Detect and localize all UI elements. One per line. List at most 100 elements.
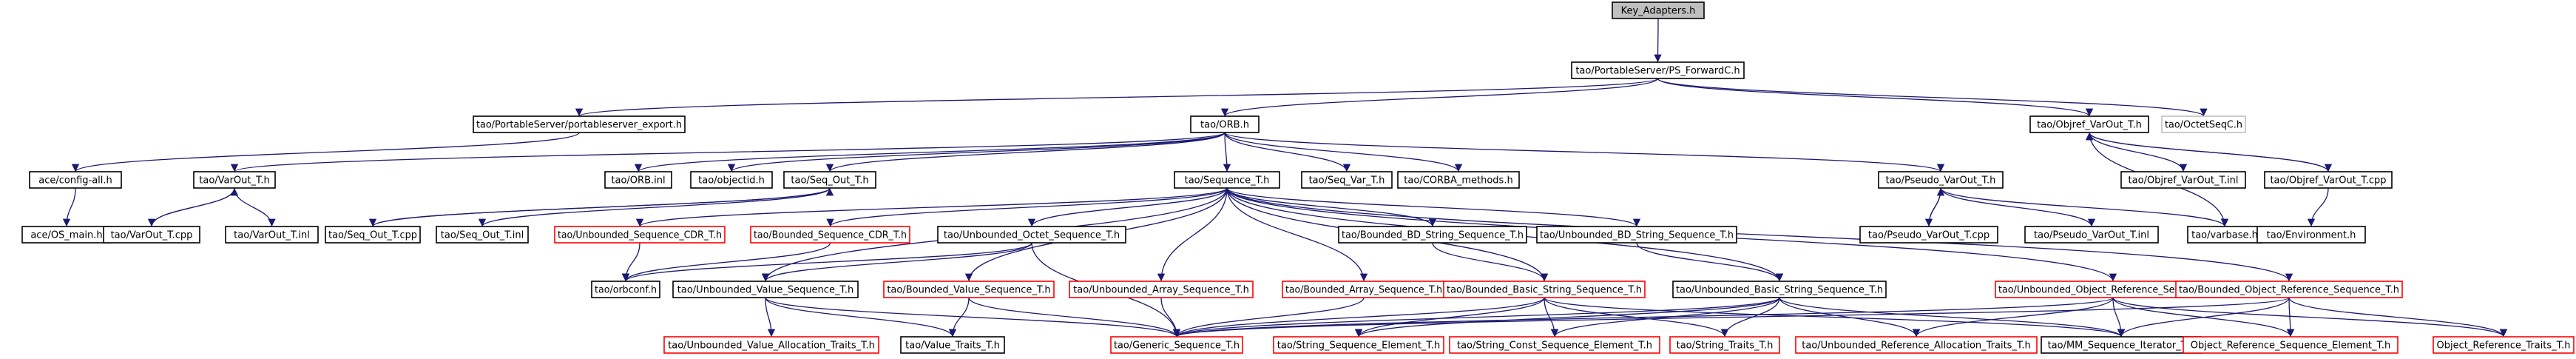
edge-unbbdstr-to-unbbasicstr <box>1636 242 1784 282</box>
node-label: tao/Bounded_Basic_String_Sequence_T.h <box>1447 285 1642 296</box>
graph-node[interactable]: tao/objectid.h <box>690 171 773 189</box>
graph-node[interactable]: tao/Seq_Out_T.cpp <box>325 226 421 244</box>
graph-node[interactable]: tao/VarOut_T.inl <box>225 226 319 244</box>
graph-node[interactable]: tao/Pseudo_VarOut_T.cpp <box>1859 226 1998 244</box>
node-box <box>1443 281 1646 298</box>
graph-node[interactable]: Object_Reference_Sequence_Element_T.h <box>2183 336 2398 354</box>
edge-psfwd-to-orb <box>1221 78 1659 117</box>
edge-pseudovarout-to-varbase <box>1940 187 2229 227</box>
node-label: tao/Unbounded_Reference_Allocation_Trait… <box>1802 340 2030 352</box>
graph-node[interactable]: tao/Environment.h <box>2256 226 2366 244</box>
graph-node[interactable]: tao/varbase.h <box>2187 226 2262 244</box>
node-label: tao/Environment.h <box>2267 230 2356 241</box>
graph-node[interactable]: tao/orbconf.h <box>591 281 660 298</box>
edge-bndobjref-to-objrefseqelem <box>2286 297 2295 338</box>
graph-node[interactable]: tao/Unbounded_BD_String_Sequence_T.h <box>1536 226 1737 244</box>
graph-node[interactable]: tao/Bounded_Value_Sequence_T.h <box>883 281 1055 298</box>
node-box <box>1273 336 1444 354</box>
edge-orb-to-seqvar <box>1224 132 1351 172</box>
graph-node[interactable]: tao/String_Sequence_Element_T.h <box>1273 336 1444 354</box>
graph-node[interactable]: tao/Unbounded_Value_Sequence_T.h <box>672 281 859 298</box>
node-box <box>750 226 910 244</box>
edge-bndobjref-to-objreftraits <box>2288 297 2508 338</box>
node-label: tao/Unbounded_Value_Allocation_Traits_T.… <box>668 340 875 352</box>
graph-node[interactable]: tao/Unbounded_Array_Sequence_T.h <box>1069 281 1254 298</box>
node-label: tao/VarOut_T.h <box>199 175 269 187</box>
edge-orb-to-pseudovarout <box>1224 132 1944 172</box>
graph-node[interactable]: tao/Seq_Var_T.h <box>1301 171 1393 189</box>
graph-node[interactable]: tao/Objref_VarOut_T.h <box>2029 115 2149 133</box>
node-box <box>1612 1 1705 19</box>
graph-node[interactable]: Object_Reference_Traits_T.h <box>2433 336 2575 354</box>
edge-seqoutcpp-to-seqout <box>372 187 834 227</box>
node-label: tao/PortableServer/PS_ForwardC.h <box>1575 66 1740 77</box>
graph-node[interactable]: tao/Unbounded_Octet_Sequence_T.h <box>937 226 1126 244</box>
edge-bndvalue-to-genericseq <box>968 297 1181 338</box>
graph-node[interactable]: tao/MM_Sequence_Iterator_T.h <box>2041 336 2202 354</box>
node-box <box>663 336 879 354</box>
graph-node[interactable]: tao/Value_Traits_T.h <box>900 336 1005 354</box>
edge-sequence-to-bndseqcdr <box>826 187 1228 227</box>
edge-unboctet-to-orbconf <box>622 242 1032 282</box>
edge-unboctet-to-unbvalue <box>761 242 1032 282</box>
graph-node[interactable]: tao/Generic_Sequence_T.h <box>1110 336 1243 354</box>
graph-node[interactable]: tao/Unbounded_Object_Reference_Sequence_… <box>1995 281 2231 298</box>
graph-node[interactable]: tao/Unbounded_Reference_Allocation_Trait… <box>1795 336 2038 354</box>
edge-psfwd-to-psexport <box>575 78 1659 117</box>
graph-node[interactable]: tao/Unbounded_Sequence_CDR_T.h <box>554 226 726 244</box>
node-label: tao/Seq_Var_T.h <box>1309 175 1385 187</box>
graph-node[interactable]: tao/ORB.h <box>1190 115 1260 133</box>
node-box <box>225 226 319 244</box>
graph-node[interactable]: tao/OctetSeqC.h <box>2161 115 2246 133</box>
graph-node[interactable]: tao/Seq_Out_T.inl <box>436 226 529 244</box>
node-label: tao/String_Traits_T.h <box>1677 340 1774 352</box>
graph-node[interactable]: tao/CORBA_methods.h <box>1397 171 1520 189</box>
graph-node[interactable]: tao/VarOut_T.h <box>193 171 276 189</box>
graph-node[interactable]: tao/String_Const_Sequence_Element_T.h <box>1449 336 1660 354</box>
graph-node[interactable]: tao/Bounded_Basic_String_Sequence_T.h <box>1443 281 1646 298</box>
graph-node[interactable]: tao/Pseudo_VarOut_T.inl <box>2024 226 2159 244</box>
graph-node[interactable]: tao/Unbounded_Value_Allocation_Traits_T.… <box>663 336 879 354</box>
node-box <box>2264 171 2393 189</box>
graph-node[interactable]: tao/PortableServer/PS_ForwardC.h <box>1571 61 1745 79</box>
graph-node[interactable]: tao/Seq_Out_T.h <box>783 171 876 189</box>
node-box <box>1669 336 1780 354</box>
node-label: Key_Adapters.h <box>1621 6 1696 17</box>
edge-aceconfig-to-acemain <box>62 187 76 227</box>
edge-bndbasicstr-to-genericseq <box>1172 297 1545 338</box>
node-label: tao/orbconf.h <box>595 285 657 296</box>
graph-node[interactable]: tao/Sequence_T.h <box>1174 171 1280 189</box>
graph-node[interactable]: tao/PortableServer/portableserver_export… <box>473 115 686 133</box>
graph-node[interactable]: tao/Bounded_BD_String_Sequence_T.h <box>1338 226 1527 244</box>
edge-orb-to-objectid <box>728 132 1226 172</box>
node-box <box>2029 115 2149 133</box>
graph-node[interactable]: tao/String_Traits_T.h <box>1669 336 1780 354</box>
node-label: Object_Reference_Traits_T.h <box>2437 340 2571 352</box>
node-box <box>2433 336 2575 354</box>
edge-bndbasicstr-to-strconstseqelem <box>1544 297 1559 338</box>
graph-node[interactable]: tao/Bounded_Object_Reference_Sequence_T.… <box>2175 281 2403 298</box>
graph-node[interactable]: tao/Objref_VarOut_T.cpp <box>2264 171 2393 189</box>
edge-orb-to-seqout <box>826 132 1226 172</box>
graph-node[interactable]: tao/VarOut_T.cpp <box>103 226 200 244</box>
node-label: tao/Bounded_Value_Sequence_T.h <box>887 285 1050 296</box>
graph-node[interactable]: ace/config-all.h <box>29 171 122 189</box>
edge-orb-to-orbinl <box>635 132 1226 172</box>
graph-node[interactable]: tao/Objref_VarOut_T.inl <box>2120 171 2246 189</box>
graph-node[interactable]: tao/Bounded_Sequence_CDR_T.h <box>750 226 910 244</box>
edge-bndobjref-to-genericseq <box>1173 297 2290 338</box>
node-label: tao/Objref_VarOut_T.cpp <box>2270 175 2386 187</box>
graph-node[interactable]: tao/Unbounded_Basic_String_Sequence_T.h <box>1672 281 1887 298</box>
edge-unbbasicstr-to-unbrefalloc <box>1779 297 1921 338</box>
graph-node[interactable]: ace/OS_main.h <box>21 226 112 244</box>
node-label: tao/Bounded_BD_String_Sequence_T.h <box>1342 230 1524 241</box>
graph-node[interactable]: tao/Bounded_Array_Sequence_T.h <box>1282 281 1446 298</box>
graph-node[interactable]: Key_Adapters.h <box>1612 1 1705 19</box>
edge-varoutcpp-to-varout <box>151 187 239 227</box>
graph-node[interactable]: tao/ORB.inl <box>604 171 672 189</box>
graph-node[interactable]: tao/Pseudo_VarOut_T.h <box>1878 171 2004 189</box>
node-label: Object_Reference_Sequence_Element_T.h <box>2191 340 2391 352</box>
edge-bndvalue-to-valuetraits <box>948 297 970 338</box>
node-label: tao/varbase.h <box>2191 230 2258 241</box>
